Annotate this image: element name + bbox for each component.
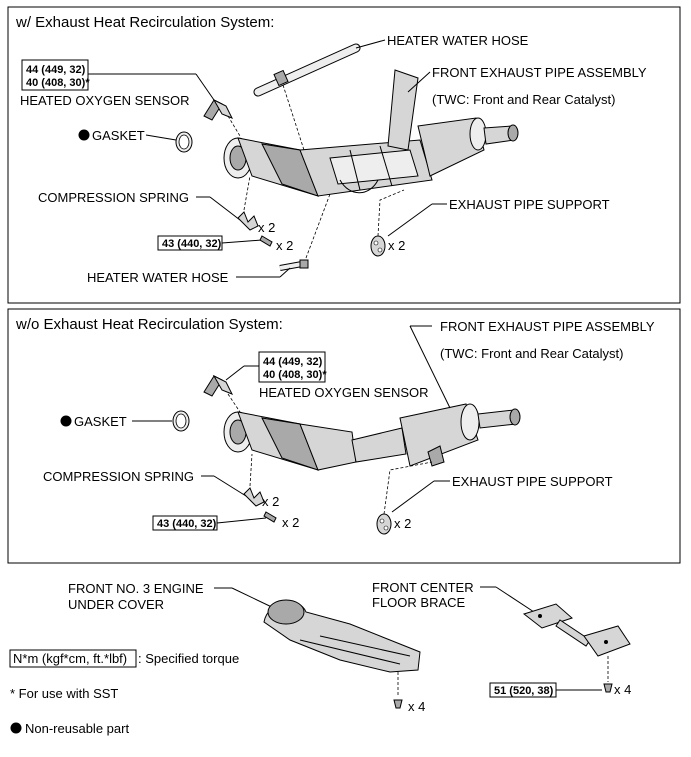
leader-hwh-bottom-2 bbox=[279, 267, 291, 278]
leader-eps-with-2 bbox=[387, 203, 433, 237]
legend-torque-desc: : Specified torque bbox=[138, 651, 239, 666]
label-under-cover-line1: FRONT NO. 3 ENGINE bbox=[68, 581, 204, 596]
floor-brace-qty: x 4 bbox=[614, 682, 631, 697]
panel-without-frame bbox=[7, 308, 681, 564]
legend-non-reusable-dot bbox=[10, 722, 22, 734]
torque-sensor-without-1: 44 (449, 32) bbox=[263, 356, 323, 368]
heated-oxygen-sensor-with bbox=[203, 98, 234, 121]
leader-fepa-without-2 bbox=[409, 325, 451, 409]
under-cover-qty: x 4 bbox=[408, 699, 425, 714]
dashed-spring-without bbox=[249, 453, 253, 487]
label-twc-note-without: (TWC: Front and Rear Catalyst) bbox=[440, 346, 624, 361]
exhaust-pipe-support-without bbox=[376, 513, 392, 535]
compression-spring-without bbox=[243, 487, 265, 507]
torque-sensor-with-2: 40 (408, 30)* bbox=[26, 77, 90, 89]
legend-non-reusable: Non-reusable part bbox=[25, 721, 129, 736]
exhaust-pipe-support-with bbox=[370, 235, 386, 257]
label-front-exhaust-pipe-without: FRONT EXHAUST PIPE ASSEMBLY bbox=[440, 319, 655, 334]
dashed-support-with bbox=[377, 189, 405, 237]
label-gasket-with: GASKET bbox=[92, 128, 145, 143]
dashed-support-without bbox=[383, 461, 433, 515]
leader-spring-without-2 bbox=[213, 475, 247, 497]
front-no3-engine-under-cover bbox=[263, 599, 421, 673]
compression-spring-with bbox=[237, 211, 259, 231]
legend-torque-unit: N*m (kgf*cm, ft.*lbf) bbox=[13, 651, 127, 666]
leader-torque-sensor-with-2 bbox=[195, 73, 215, 101]
label-exhaust-pipe-support-without: EXHAUST PIPE SUPPORT bbox=[452, 474, 613, 489]
label-compression-spring-with: COMPRESSION SPRING bbox=[38, 190, 189, 205]
dashed-sensor-with bbox=[227, 115, 241, 137]
label-exhaust-pipe-support-with: EXHAUST PIPE SUPPORT bbox=[449, 197, 610, 212]
floor-brace-bolt bbox=[603, 683, 613, 693]
panel-with-title: w/ Exhaust Heat Recirculation System: bbox=[15, 14, 274, 31]
front-exhaust-pipe-with-ehr bbox=[223, 69, 519, 197]
leader-eps-without-2 bbox=[391, 480, 435, 513]
leader-gasket-with bbox=[145, 134, 177, 141]
label-front-exhaust-pipe-with: FRONT EXHAUST PIPE ASSEMBLY bbox=[432, 65, 647, 80]
front-exhaust-pipe-without-ehr bbox=[223, 403, 521, 471]
label-floor-brace-line2: FLOOR BRACE bbox=[372, 595, 466, 610]
dashed-sensor-without bbox=[227, 393, 241, 413]
torque-sensor-without-2: 40 (408, 30)* bbox=[263, 369, 327, 381]
bolt-qty-without: x 2 bbox=[282, 515, 299, 530]
spring-qty-without: x 2 bbox=[262, 494, 279, 509]
label-heater-water-hose-bottom: HEATER WATER HOSE bbox=[87, 270, 229, 285]
leader-bolt-with bbox=[221, 239, 263, 244]
dashed-hwh-top bbox=[282, 84, 305, 151]
torque-box-sensor-without bbox=[258, 351, 326, 383]
torque-sensor-with-1: 44 (449, 32) bbox=[26, 64, 86, 76]
label-heated-oxygen-sensor-without: HEATED OXYGEN SENSOR bbox=[259, 385, 429, 400]
bolt-with bbox=[259, 235, 273, 247]
leader-floor-brace-2 bbox=[495, 586, 535, 613]
leader-fepa-with bbox=[407, 71, 431, 93]
torque-bolt-with: 43 (440, 32) bbox=[162, 238, 222, 250]
legend-sst-note: * For use with SST bbox=[10, 686, 118, 701]
panel-with-frame bbox=[7, 6, 681, 304]
heated-oxygen-sensor-without bbox=[203, 374, 234, 397]
heater-water-hose-top bbox=[253, 43, 361, 97]
label-compression-spring-without: COMPRESSION SPRING bbox=[43, 469, 194, 484]
label-gasket-without: GASKET bbox=[74, 414, 127, 429]
label-twc-note-with: (TWC: Front and Rear Catalyst) bbox=[432, 92, 616, 107]
legend-torque-box bbox=[9, 649, 137, 668]
support-qty-with: x 2 bbox=[388, 238, 405, 253]
leader-hwh-top bbox=[355, 39, 386, 49]
under-cover-bolt bbox=[393, 699, 403, 709]
non-reusable-dot-gasket-with bbox=[78, 129, 90, 141]
label-heated-oxygen-sensor-with: HEATED OXYGEN SENSOR bbox=[20, 93, 190, 108]
bolt-qty-with: x 2 bbox=[276, 238, 293, 253]
label-under-cover-line2: UNDER COVER bbox=[68, 597, 164, 612]
label-heater-water-hose-top: HEATER WATER HOSE bbox=[387, 33, 529, 48]
bolt-without bbox=[263, 511, 277, 523]
support-qty-without: x 2 bbox=[394, 516, 411, 531]
leader-spring-with-2 bbox=[209, 196, 241, 221]
heater-water-hose-bottom bbox=[279, 259, 309, 271]
panel-without-title: w/o Exhaust Heat Recirculation System: bbox=[15, 316, 283, 333]
non-reusable-dot-gasket-without bbox=[60, 415, 72, 427]
dashed-spring-with bbox=[243, 175, 251, 211]
torque-bolt-without: 43 (440, 32) bbox=[157, 518, 217, 530]
front-center-floor-brace bbox=[522, 603, 631, 657]
leader-torque-sensor-without-2 bbox=[225, 365, 245, 381]
leader-bolt-without bbox=[216, 517, 267, 524]
dashed-hwh-bottom bbox=[305, 193, 331, 259]
torque-box-sensor-with bbox=[21, 59, 89, 91]
label-floor-brace-line1: FRONT CENTER bbox=[372, 580, 474, 595]
torque-brace: 51 (520, 38) bbox=[494, 685, 554, 697]
spring-qty-with: x 2 bbox=[258, 220, 275, 235]
